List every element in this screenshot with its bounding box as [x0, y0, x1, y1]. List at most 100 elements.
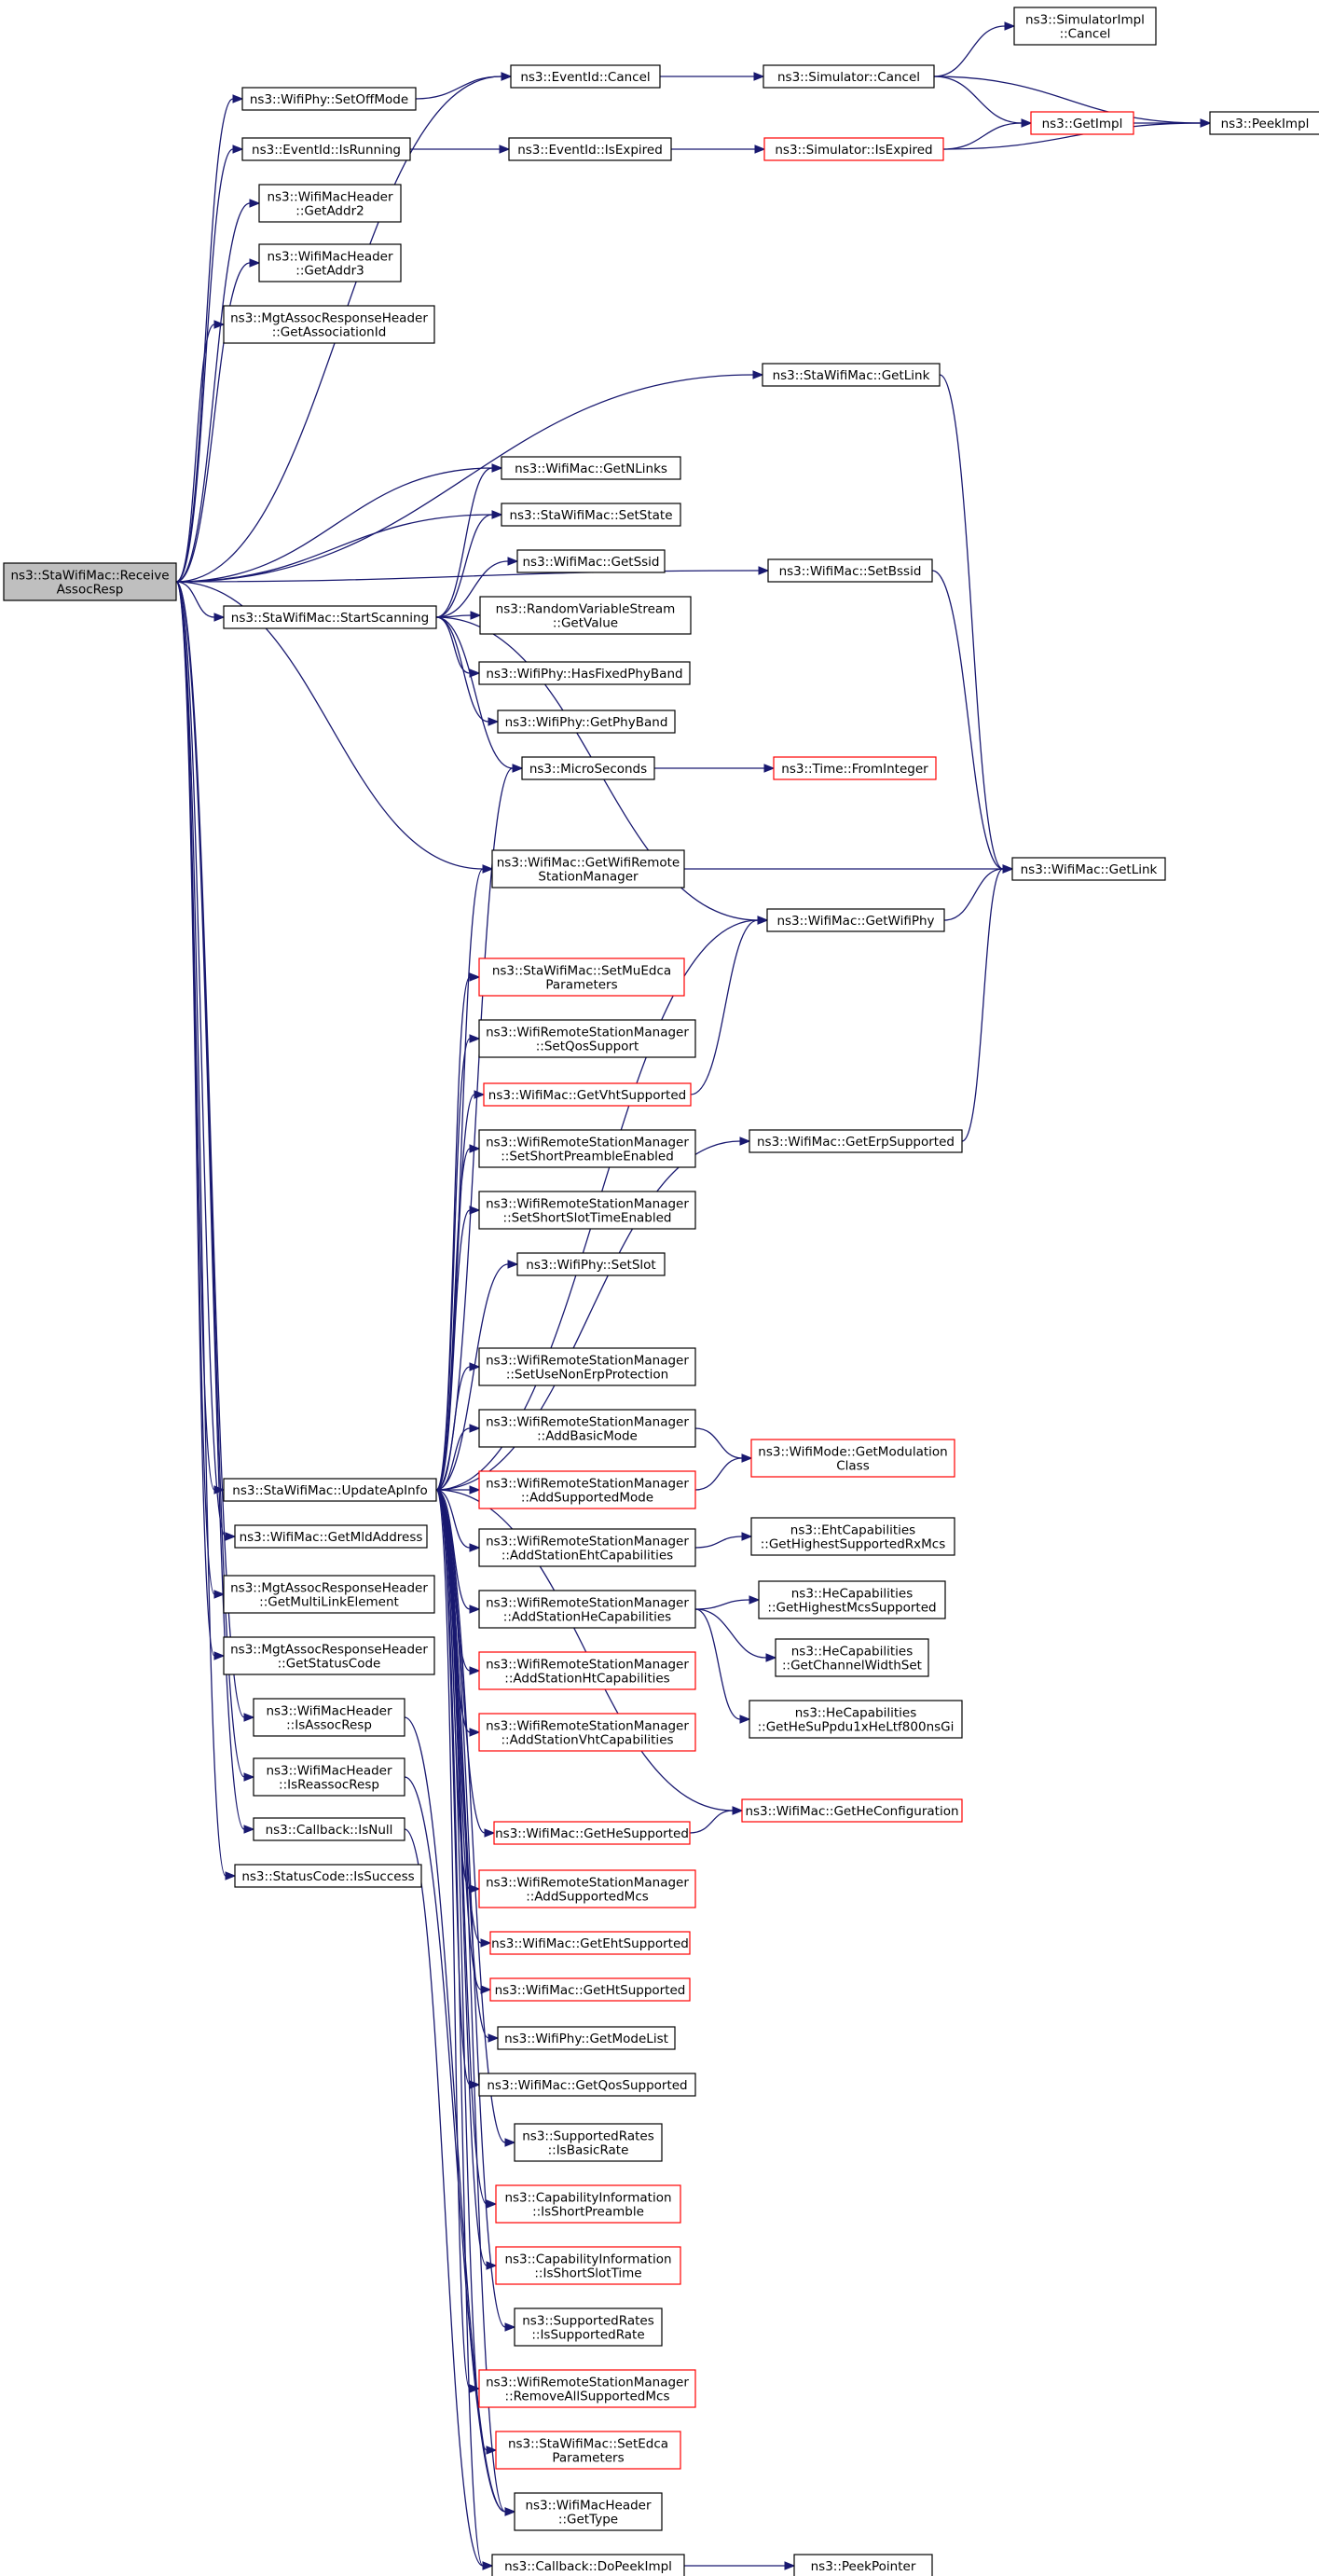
node-label: ns3::MgtAssocResponseHeader	[230, 1581, 428, 1596]
edge-root-to-getmultilink	[175, 581, 226, 1599]
node-simimplcancel[interactable]: ns3::SimulatorImpl::Cancel	[1013, 7, 1157, 46]
node-setusenonerp[interactable]: ns3::WifiRemoteStationManager::SetUseNon…	[478, 1347, 696, 1386]
node-getaddr2[interactable]: ns3::WifiMacHeader::GetAddr2	[258, 184, 402, 223]
node-startscanning[interactable]: ns3::StaWifiMac::StartScanning	[223, 605, 437, 629]
node-hegetchannelwidth[interactable]: ns3::HeCapabilities::GetChannelWidthSet	[775, 1638, 929, 1677]
node-addbasicmode[interactable]: ns3::WifiRemoteStationManager::AddBasicM…	[478, 1409, 696, 1448]
edge-line	[175, 581, 227, 1877]
node-addvhtcap[interactable]: ns3::WifiRemoteStationManager::AddStatio…	[478, 1713, 696, 1752]
node-hegetsuppdu[interactable]: ns3::HeCapabilities::GetHeSuPpdu1xHeLtf8…	[749, 1700, 963, 1739]
edge-simcancel-to-getimpl	[933, 76, 1033, 128]
node-label: ns3::WifiMac::GetWifiPhy	[776, 914, 934, 929]
node-macgetlink[interactable]: ns3::WifiMac::GetLink	[1011, 857, 1166, 881]
node-addhtcap[interactable]: ns3::WifiRemoteStationManager::AddStatio…	[478, 1651, 696, 1690]
node-issupportedrate[interactable]: ns3::SupportedRates::IsSupportedRate	[514, 2307, 663, 2347]
arrowhead-icon	[480, 1938, 492, 1948]
node-box	[3, 562, 177, 601]
node-ehtgethighest[interactable]: ns3::EhtCapabilities::GetHighestSupporte…	[750, 1517, 955, 1556]
node-isshortslottime[interactable]: ns3::CapabilityInformation::IsShortSlotT…	[495, 2246, 681, 2285]
node-label: ns3::WifiMacHeader	[267, 190, 393, 205]
node-issuccess[interactable]: ns3::StatusCode::IsSuccess	[234, 1864, 422, 1888]
node-getmodelist[interactable]: ns3::WifiPhy::GetModeList	[497, 2026, 676, 2050]
node-setshortslot[interactable]: ns3::WifiRemoteStationManager::SetShortS…	[478, 1191, 696, 1230]
node-hegethighest[interactable]: ns3::HeCapabilities::GetHighestMcsSuppor…	[758, 1580, 946, 1619]
arrowhead-icon	[739, 1136, 751, 1146]
node-callbackisnull[interactable]: ns3::Callback::IsNull	[253, 1817, 405, 1841]
node-rvsgetvalue[interactable]: ns3::RandomVariableStream::GetValue	[479, 596, 692, 635]
node-setoffmode[interactable]: ns3::WifiPhy::SetOffMode	[241, 87, 417, 111]
node-label: ::GetValue	[553, 616, 618, 631]
node-getstatuscode[interactable]: ns3::MgtAssocResponseHeader::GetStatusCo…	[223, 1636, 435, 1675]
node-getwifiphy[interactable]: ns3::WifiMac::GetWifiPhy	[766, 908, 945, 932]
node-frominteger[interactable]: ns3::Time::FromInteger	[773, 756, 937, 780]
node-getoresupported[interactable]: ns3::WifiMac::GetHeSupported	[493, 1821, 691, 1845]
node-eventcancel[interactable]: ns3::EventId::Cancel	[510, 64, 661, 89]
node-getnlinks[interactable]: ns3::WifiMac::GetNLinks	[501, 456, 681, 480]
node-getaddr3[interactable]: ns3::WifiMacHeader::GetAddr3	[258, 243, 402, 282]
node-simisexpired[interactable]: ns3::Simulator::IsExpired	[763, 137, 944, 161]
node-getehtsupported[interactable]: ns3::WifiMac::GetEhtSupported	[489, 1931, 691, 1955]
node-stagetlink[interactable]: ns3::StaWifiMac::GetLink	[762, 363, 941, 387]
edge-updateapinfo-to-isbasicrate	[435, 1489, 516, 2147]
node-getssid[interactable]: ns3::WifiMac::GetSsid	[516, 549, 666, 573]
arrowhead-icon	[482, 2561, 494, 2570]
node-gethtsupported[interactable]: ns3::WifiMac::GetHtSupported	[489, 1977, 691, 2002]
node-box	[483, 1082, 692, 1107]
node-simcancel[interactable]: ns3::Simulator::Cancel	[763, 64, 935, 89]
node-isbasicrate[interactable]: ns3::SupportedRates::IsBasicRate	[514, 2123, 663, 2162]
node-getheconfig[interactable]: ns3::WifiMac::GetHeConfiguration	[741, 1798, 963, 1823]
node-label: ns3::StaWifiMac::Receive	[10, 569, 169, 584]
arrowhead-icon	[469, 1666, 481, 1675]
node-setbssid[interactable]: ns3::WifiMac::SetBssid	[767, 558, 933, 583]
node-peekimpl[interactable]: ns3::PeekImpl	[1209, 111, 1319, 135]
node-removeallmcs[interactable]: ns3::WifiRemoteStationManager::RemoveAll…	[478, 2369, 696, 2408]
edge-line	[933, 25, 1006, 77]
node-updateapinfo[interactable]: ns3::StaWifiMac::UpdateApInfo	[223, 1478, 437, 1502]
node-peekpointer[interactable]: ns3::PeekPointer	[793, 2554, 933, 2576]
node-addhecap[interactable]: ns3::WifiRemoteStationManager::AddStatio…	[478, 1590, 696, 1629]
node-getmldaddress[interactable]: ns3::WifiMac::GetMldAddress	[234, 1524, 428, 1549]
node-getmultilink[interactable]: ns3::MgtAssocResponseHeader::GetMultiLin…	[223, 1575, 435, 1614]
node-microseconds[interactable]: ns3::MicroSeconds	[521, 756, 655, 780]
node-hasfixedphyband[interactable]: ns3::WifiPhy::HasFixedPhyBand	[478, 661, 691, 685]
node-label: ns3::WifiRemoteStationManager	[486, 1197, 689, 1212]
node-getassocid[interactable]: ns3::MgtAssocResponseHeader::GetAssociat…	[223, 305, 435, 344]
arrowhead-icon	[739, 1715, 751, 1724]
node-getimpl[interactable]: ns3::GetImpl	[1030, 111, 1134, 135]
node-isshortpreamble[interactable]: ns3::CapabilityInformation::IsShortPream…	[495, 2184, 681, 2224]
node-label: ns3::WifiMac::GetNLinks	[515, 461, 667, 476]
node-isrunning[interactable]: ns3::EventId::IsRunning	[241, 137, 411, 161]
node-box	[521, 756, 655, 780]
node-getqossupported[interactable]: ns3::WifiMac::GetQosSupported	[478, 2073, 696, 2097]
node-setslot[interactable]: ns3::WifiPhy::SetSlot	[516, 1252, 666, 1276]
node-label: ns3::WifiMac::GetWifiRemote	[497, 856, 680, 871]
node-getwrsm[interactable]: ns3::WifiMac::GetWifiRemoteStationManage…	[491, 849, 685, 889]
node-setqossupport[interactable]: ns3::WifiRemoteStationManager::SetQosSup…	[478, 1019, 696, 1058]
node-label: ns3::WifiMacHeader	[525, 2499, 652, 2514]
node-label: ns3::StaWifiMac::SetEdca	[508, 2437, 668, 2452]
node-geterpsupported[interactable]: ns3::WifiMac::GetErpSupported	[749, 1129, 963, 1153]
node-isreassocresp[interactable]: ns3::WifiMacHeader::IsReassocResp	[253, 1757, 405, 1797]
node-setstate[interactable]: ns3::StaWifiMac::SetState	[501, 503, 681, 527]
edge-line	[175, 98, 234, 583]
node-isassocresp[interactable]: ns3::WifiMacHeader::IsAssocResp	[253, 1698, 405, 1737]
node-addehtcap[interactable]: ns3::WifiRemoteStationManager::AddStatio…	[478, 1528, 696, 1567]
node-box	[489, 1931, 691, 1955]
node-label: ns3::WifiPhy::SetOffMode	[250, 92, 408, 107]
node-gettype[interactable]: ns3::WifiMacHeader::GetType	[514, 2492, 663, 2531]
node-getphyband[interactable]: ns3::WifiPhy::GetPhyBand	[497, 709, 676, 734]
node-getvhtsupported[interactable]: ns3::WifiMac::GetVhtSupported	[483, 1082, 692, 1107]
arrowhead-icon	[484, 1828, 496, 1838]
node-dopeekimpl[interactable]: ns3::Callback::DoPeekImpl	[491, 2554, 685, 2576]
node-eventisexpired[interactable]: ns3::EventId::IsExpired	[508, 137, 672, 161]
node-label: ns3::WifiRemoteStationManager	[486, 1658, 689, 1673]
arrowhead-icon	[501, 72, 513, 81]
node-setshortpreamble[interactable]: ns3::WifiRemoteStationManager::SetShortP…	[478, 1129, 696, 1168]
node-addsupportedmcs[interactable]: ns3::WifiRemoteStationManager::AddSuppor…	[478, 1869, 696, 1908]
edge-line	[175, 581, 215, 1657]
node-addsupportedmode[interactable]: ns3::WifiRemoteStationManager::AddSuppor…	[478, 1470, 696, 1509]
